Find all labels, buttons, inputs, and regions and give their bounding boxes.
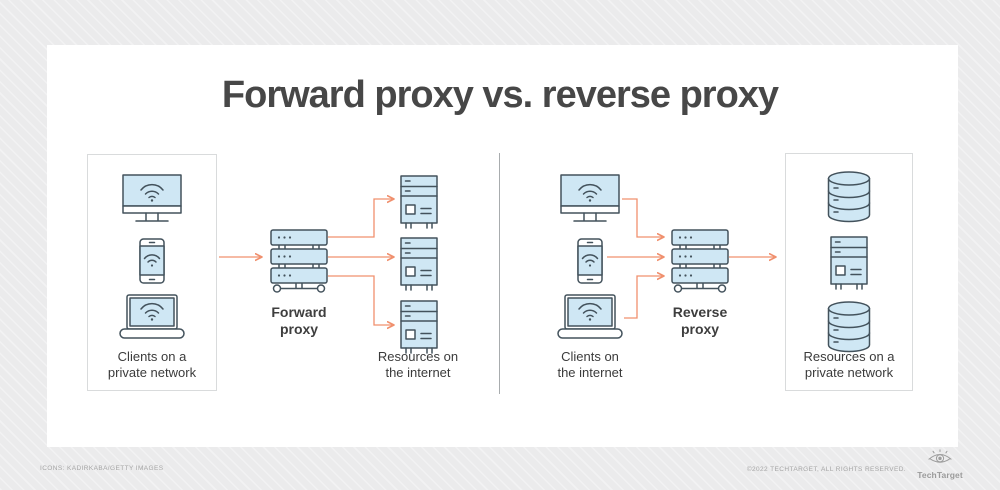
label-line: proxy <box>680 321 720 337</box>
server-tower-icon <box>401 238 437 290</box>
database-icon <box>829 302 870 351</box>
label-line: proxy <box>279 321 319 337</box>
label-line: Reverse <box>672 304 728 320</box>
private-clients-label: Clients on a private network <box>87 349 217 381</box>
internet-resources-label: Resources on the internet <box>358 349 478 381</box>
label-line: private network <box>107 365 197 380</box>
label-line: Clients on a <box>117 349 187 364</box>
arrow-desktop-to-reverse-proxy <box>622 198 664 237</box>
arrow-forward-proxy-to-server-3 <box>328 275 394 325</box>
arrow-forward-proxy-to-server-1 <box>328 199 394 238</box>
vertical-divider <box>499 153 500 394</box>
desktop-monitor-icon <box>123 175 181 221</box>
page-title: Forward proxy vs. reverse proxy <box>221 74 779 116</box>
label-line: Clients on <box>561 349 619 364</box>
copyright-text: ©2022 TECHTARGET, ALL RIGHTS RESERVED. <box>746 466 906 473</box>
icons-credit: ICONS: KADIRKABA/GETTY IMAGES <box>40 465 164 472</box>
techtarget-eye-icon <box>928 449 952 463</box>
server-tower-icon <box>831 237 867 289</box>
label-line: private network <box>804 365 894 380</box>
laptop-icon <box>558 295 622 338</box>
smartphone-icon <box>578 239 602 283</box>
label-line: Forward <box>271 304 327 320</box>
label-line: the internet <box>557 365 623 380</box>
techtarget-logo: TechTarget <box>916 449 964 480</box>
private-resources-label: Resources on a private network <box>784 349 914 381</box>
internet-clients-label: Clients on the internet <box>530 349 650 381</box>
desktop-monitor-icon <box>561 175 619 221</box>
label-line: Resources on <box>377 349 459 364</box>
forward-proxy-label: Forward proxy <box>249 304 349 338</box>
reverse-proxy-label: Reverse proxy <box>650 304 750 338</box>
private-clients-group <box>120 175 184 338</box>
reverse-proxy-connectors <box>607 198 776 319</box>
brand-name: TechTarget <box>917 470 963 480</box>
smartphone-icon <box>140 239 164 283</box>
server-tower-icon <box>401 176 437 228</box>
reverse-proxy-server-stack-icon <box>672 230 728 292</box>
forward-proxy-connectors <box>219 199 394 325</box>
server-tower-icon <box>401 301 437 353</box>
laptop-icon <box>120 295 184 338</box>
label-line: Resources on a <box>803 349 895 364</box>
label-line: the internet <box>385 365 451 380</box>
private-resources-group <box>829 172 870 351</box>
internet-resources-group <box>401 176 437 353</box>
arrow-laptop-to-reverse-proxy <box>624 276 664 319</box>
database-icon <box>829 172 870 221</box>
forward-proxy-server-stack-icon <box>271 230 327 292</box>
